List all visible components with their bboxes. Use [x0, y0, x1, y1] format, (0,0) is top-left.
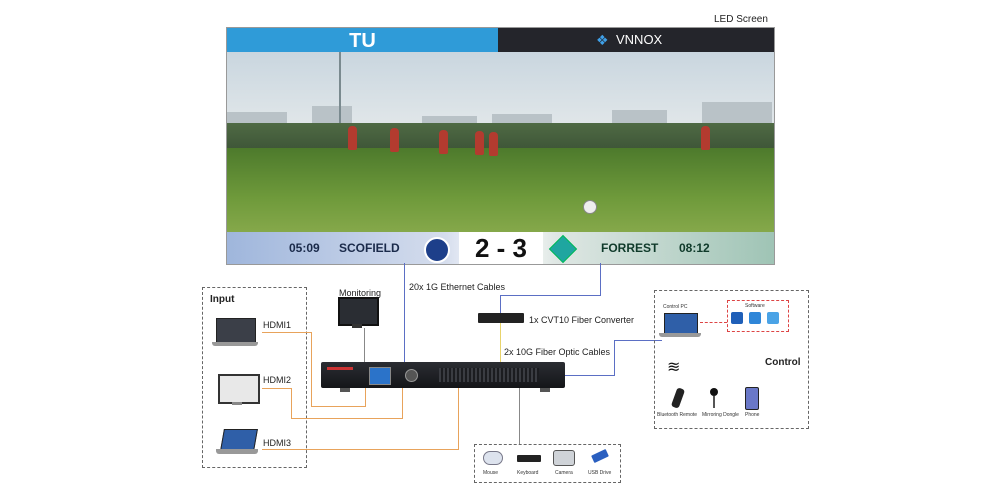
- field: [227, 148, 774, 232]
- fiber-converter: [478, 313, 524, 323]
- ethernet-cable-line: [404, 263, 405, 363]
- player: [489, 132, 498, 156]
- time-left: 05:09: [289, 241, 320, 255]
- control-pc-base: [659, 333, 701, 337]
- keyboard-label: Keyboard: [517, 470, 539, 476]
- software-app-icon: [749, 312, 761, 324]
- mirroring-dongle-label: Mirroring Dongle: [702, 412, 739, 418]
- hdmi2-label: HDMI2: [263, 375, 292, 385]
- software-group: [727, 300, 789, 332]
- score: 2 - 3: [459, 232, 543, 264]
- laptop-base: [212, 342, 258, 346]
- ethernet-cable-line: [600, 263, 601, 295]
- software-label: Software: [745, 303, 765, 309]
- phone-label: Phone: [745, 412, 760, 418]
- monitor-icon: [218, 374, 260, 404]
- usb-drive-label: USB Drive: [588, 470, 612, 476]
- hdmi-cable-line: [365, 388, 366, 407]
- hdmi-cable-line: [262, 332, 312, 333]
- software-app-icon: [731, 312, 743, 324]
- hdmi-cable-line: [291, 388, 292, 419]
- mouse-icon: [483, 451, 503, 465]
- player: [439, 130, 448, 154]
- hdmi-cable-line: [311, 332, 312, 407]
- monitoring-display: [338, 297, 379, 326]
- player: [475, 131, 484, 155]
- team-left-logo-icon: [424, 237, 450, 263]
- monitoring-stand: [352, 324, 362, 328]
- hdmi-cable-line: [458, 388, 459, 450]
- keyboard-icon: [517, 455, 541, 462]
- software-link-line: [700, 322, 727, 323]
- ethernet-cable-line: [565, 375, 615, 376]
- processor-knob-icon: [405, 369, 418, 382]
- ethernet-label: 20x 1G Ethernet Cables: [409, 282, 506, 292]
- control-pc-icon: [664, 313, 698, 335]
- player: [390, 128, 399, 152]
- camera-icon: [553, 450, 575, 466]
- processor-foot: [340, 388, 350, 392]
- converter-label: 1x CVT10 Fiber Converter: [529, 315, 635, 325]
- mirroring-dongle-cable: [713, 396, 715, 408]
- software-app-icon: [767, 312, 779, 324]
- ethernet-cable-line: [500, 295, 601, 296]
- input-title: Input: [210, 294, 235, 305]
- monitoring-cable-line: [364, 328, 365, 363]
- led-screen: TU ❖ VNNOX 05:09 SCOFIELD FORREST 08:12 …: [226, 27, 775, 265]
- control-title: Control: [765, 357, 801, 368]
- mirroring-dongle-icon: [710, 388, 718, 396]
- time-right: 08:12: [679, 241, 710, 255]
- processor-vent: [439, 368, 539, 382]
- bluetooth-remote-label: Bluetooth Remote: [657, 412, 698, 418]
- mouse-label: Mouse: [483, 470, 499, 476]
- control-pc-label: Control PC: [663, 304, 688, 310]
- team-right-logo-icon: [548, 234, 578, 264]
- laptop-icon: [216, 318, 256, 344]
- processor-screen: [369, 367, 391, 385]
- player: [701, 126, 710, 150]
- control-group: [654, 290, 809, 429]
- ball: [583, 200, 597, 214]
- ethernet-cable-line: [614, 340, 615, 376]
- led-screen-label: LED Screen: [714, 14, 768, 25]
- fiber-label: 2x 10G Fiber Optic Cables: [504, 347, 611, 357]
- hdmi-cable-line: [402, 388, 403, 419]
- processor-brand-mark: [327, 367, 353, 370]
- hdmi3-label: HDMI3: [263, 438, 292, 448]
- wifi-icon: ≋: [667, 359, 681, 376]
- light-pole: [339, 52, 341, 152]
- hdmi-cable-line: [291, 418, 403, 419]
- led-top-right-banner: ❖ VNNOX: [498, 28, 774, 52]
- team-left: SCOFIELD: [339, 241, 400, 255]
- peripherals-group: [474, 444, 621, 483]
- vnnox-logo-text: VNNOX: [616, 32, 663, 47]
- ethernet-cable-line: [500, 295, 501, 313]
- hdmi-cable-line: [262, 449, 459, 450]
- player: [348, 126, 357, 150]
- fiber-cable-line: [500, 323, 501, 363]
- video-processor: [321, 362, 565, 388]
- hdmi-cable-line: [262, 388, 292, 389]
- ethernet-cable-line: [614, 340, 662, 341]
- laptop-base: [216, 449, 258, 454]
- team-right: FORREST: [601, 241, 659, 255]
- vnnox-logo-icon: ❖: [596, 32, 609, 48]
- laptop-icon: [220, 429, 258, 451]
- processor-foot: [540, 388, 550, 392]
- phone-icon: [745, 387, 759, 410]
- input-group: [202, 287, 307, 468]
- hdmi1-label: HDMI1: [263, 320, 292, 330]
- monitoring-label: Monitoring: [339, 288, 382, 298]
- camera-label: Camera: [555, 470, 573, 476]
- led-top-left-banner: TU: [227, 28, 498, 52]
- monitor-stand: [232, 402, 242, 405]
- usb-cable-line: [519, 388, 520, 444]
- hdmi-cable-line: [311, 406, 366, 407]
